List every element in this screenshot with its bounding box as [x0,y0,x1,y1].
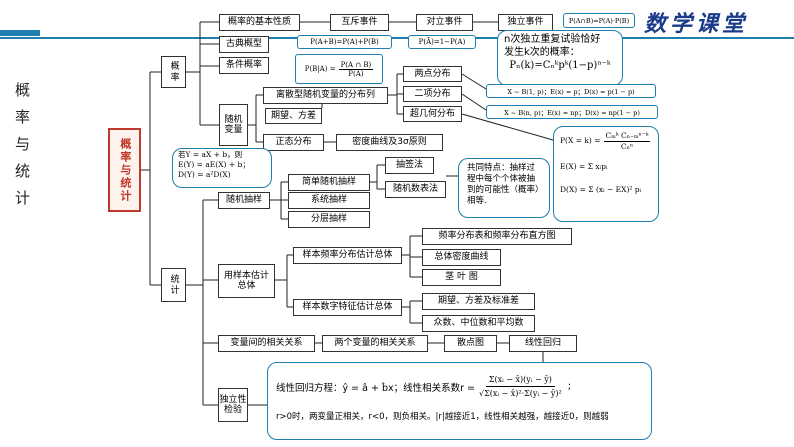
regression-semicolon: ; [567,381,571,392]
node-density-curve: 密度曲线及3σ原则 [336,134,443,151]
branch-statistics-label: 统计 [168,274,179,296]
node-stem-leaf: 茎 叶 图 [422,269,501,286]
node-basic-properties: 概率的基本性质 [219,14,300,31]
formula-variance: D(X) = Σ (xᵢ − EX)² pᵢ [560,185,642,195]
side-title: 概率与统计 [13,82,31,217]
r-fraction: Σ(xᵢ − x̄)(yᵢ − ȳ) √Σ(xᵢ − x̄)²·Σ(yᵢ − ȳ… [479,375,562,398]
node-systematic: 系统抽样 [288,192,370,209]
bernoulli-box: n次独立重复试验恰好 发生k次的概率： Pₙ(k)=Cₙᵏpᵏ(1−p)ⁿ⁻ᵏ [497,30,623,86]
branch-probability-label: 概率 [168,61,179,83]
branch-statistics: 统计 [161,268,186,302]
formula-independent: P(A∩B)=P(A)·P(B) [563,13,635,28]
node-classical: 古典概型 [219,36,269,53]
node-two-var: 两个变量的相关关系 [322,335,428,352]
node-random-variable: 随机 变量 [219,104,248,146]
node-discrete-dist: 离散型随机变量的分布列 [263,87,388,104]
node-scatter: 散点图 [444,335,497,352]
formula-two-point: X ~ B(1, p)；E(x) = p；D(x) = p(1 − p) [486,84,656,98]
formula-binomial: X ~ B(n, p)；E(x) = np；D(x) = np(1 − p) [486,105,658,119]
node-stratified: 分层抽样 [288,211,370,228]
main-node: 概率与统计 [108,128,141,212]
random-variable-label-1: 随机 [224,114,243,125]
node-freq-table: 频率分布表和频率分布直方图 [422,228,572,245]
node-conditional: 条件概率 [219,57,269,74]
regression-formula-box: 线性回归方程：ŷ = â + b̂x；线性相关系数r = Σ(xᵢ − x̄)(… [267,362,652,440]
bernoulli-line-1: n次独立重复试验恰好 [504,34,601,45]
node-regression: 线性回归 [509,335,577,352]
main-node-label: 概率与统计 [118,137,132,203]
independence-label-1: 独立性 [219,394,247,405]
formula-conditional-den: P(A) [348,69,364,78]
node-expect-var: 期望、方差及标准差 [422,293,535,310]
estimate-population-label: 用样本估计总体 [223,270,269,291]
node-expectation-variance: 期望、方差 [265,108,322,124]
header-accent-bar [0,30,40,36]
formula-conditional-fraction: P(A ∩ B) P(A) [338,60,374,78]
formula-complement: P(Ā)=1−P(A) [408,35,476,49]
node-random-table: 随机数表法 [385,181,446,198]
independence-label-2: 检验 [223,405,242,415]
node-complementary: 对立事件 [416,14,473,31]
bernoulli-line-2: 发生k次的概率： [504,47,580,58]
formula-conditional: P(B|A) = P(A ∩ B) P(A) [295,54,383,84]
formula-conditional-num: P(A ∩ B) [338,60,374,70]
common-feature-box: 共同特点：抽样过程中每个个体被抽到的可能性（概率）相等. [458,158,550,218]
header-line [0,37,794,39]
formula-hyper-lhs: P(X = k) = [560,136,601,146]
formula-exclusive: P(A+B)=P(A)+P(B) [297,35,392,49]
node-independence: 独立性 检验 [218,388,248,422]
regression-equation: 线性回归方程：ŷ = â + b̂x；线性相关系数r = [276,382,475,394]
r-numerator: Σ(xᵢ − x̄)(yᵢ − ȳ) [485,375,555,387]
node-estimate-population: 用样本估计总体 [218,264,275,298]
node-freq-estimate: 样本频率分布估计总体 [293,247,402,264]
node-mode-median: 众数、中位数和平均数 [422,315,535,332]
formula-expect: E(X) = Σ xᵢpᵢ [560,161,608,171]
random-variable-label-2: 变量 [224,125,243,135]
node-two-point: 两点分布 [403,66,462,82]
formula-hyper-fraction: Cₘᵏ Cₙ₋ₘⁿ⁻ᵏ Cₙⁿ [603,131,651,152]
node-binomial: 二项分布 [403,86,462,102]
branch-probability: 概率 [161,56,186,88]
node-random-sampling: 随机抽样 [218,192,270,209]
node-digital-estimate: 样本数字特征估计总体 [293,299,402,316]
node-normal-dist: 正态分布 [263,134,324,151]
regression-equation-row: 线性回归方程：ŷ = â + b̂x；线性相关系数r = Σ(xᵢ − x̄)(… [276,375,643,398]
bernoulli-formula: Pₙ(k)=Cₙᵏpᵏ(1−p)ⁿ⁻ᵏ [509,60,611,71]
node-lottery: 抽签法 [385,157,434,174]
node-independent: 独立事件 [498,14,553,31]
formula-conditional-lhs: P(B|A) = [304,65,336,73]
node-mutually-exclusive: 互斥事件 [330,14,389,31]
node-correlation: 变量间的相关关系 [218,335,315,352]
formula-hyper: P(X = k) = Cₘᵏ Cₙ₋ₘⁿ⁻ᵏ Cₙⁿ [560,131,652,152]
header-title: 数学课堂 [644,11,749,37]
linear-transform-box: 若Y = aX + b，则 E(Y) = aE(X) + b； D(Y) = a… [172,148,272,188]
node-density-curve-stat: 总体密度曲线 [422,249,501,266]
r-denominator: √Σ(xᵢ − x̄)²·Σ(yᵢ − ȳ)² [478,389,562,398]
formula-hyper-den: Cₙⁿ [620,141,634,151]
node-simple-random: 简单随机抽样 [288,174,370,191]
hypergeometric-formula-box: P(X = k) = Cₘᵏ Cₙ₋ₘⁿ⁻ᵏ Cₙⁿ E(X) = Σ xᵢpᵢ… [553,126,659,222]
regression-r-description: r>0时，两变量正相关，r<0，则负相关。|r|越接近1，线性相关越强，越接近0… [276,412,609,422]
node-hypergeometric: 超几何分布 [403,106,462,122]
formula-hyper-num: Cₘᵏ Cₙ₋ₘⁿ⁻ᵏ [603,131,651,142]
